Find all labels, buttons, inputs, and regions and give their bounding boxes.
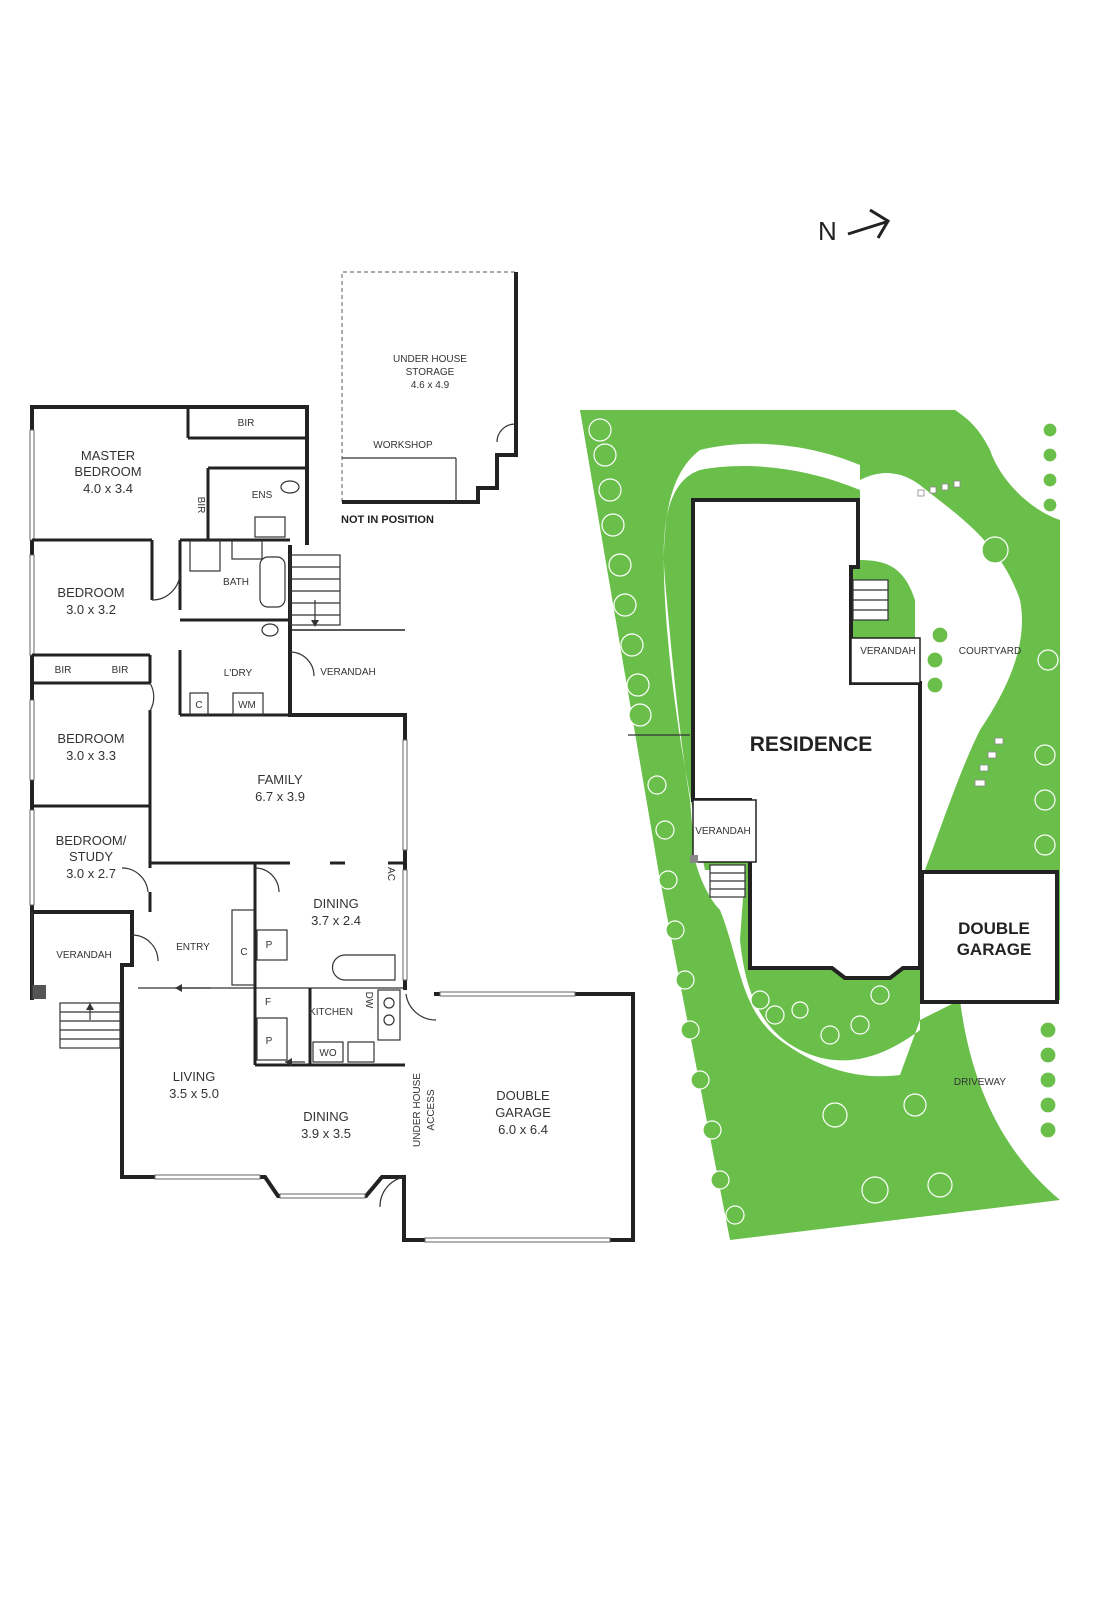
tree-row-left (588, 418, 745, 1225)
north-arrow-icon (847, 208, 891, 239)
bir-master-label: BIR (238, 418, 255, 429)
pantry-upper-label: P (266, 940, 273, 951)
north-compass: N (818, 208, 891, 246)
dining-lower-dims: 3.9 x 3.5 (301, 1126, 351, 1141)
bir-side-label: BIR (195, 497, 206, 514)
ac-label: AC (385, 867, 396, 881)
post-marker (32, 985, 46, 999)
kitchen-label: KITCHEN (309, 1007, 353, 1018)
storage-dims: 4.6 x 4.9 (411, 380, 450, 391)
under-house-access-label-2: ACCESS (426, 1089, 437, 1130)
site-garage-label-2: GARAGE (957, 940, 1032, 959)
bir-3-label: BIR (112, 665, 129, 676)
master-bedroom-dims: 4.0 x 3.4 (83, 481, 133, 496)
ens-label: ENS (252, 490, 273, 501)
garage-label-1: DOUBLE (496, 1088, 550, 1103)
site-stairs-left (709, 864, 746, 898)
ldry-cupboard-label: C (195, 700, 202, 711)
dining-upper-label: DINING (313, 896, 359, 911)
site-plan: RESIDENCE VERANDAH VERANDAH COURTYARD DO… (580, 410, 1060, 1240)
family-label: FAMILY (257, 772, 303, 787)
dishwasher-label: DW (363, 992, 374, 1009)
workshop-label: WORKSHOP (373, 440, 433, 451)
bir-2-label: BIR (55, 665, 72, 676)
bath-label: BATH (223, 577, 249, 588)
tree-cluster-centre (750, 626, 953, 1204)
under-house-access-label-1: UNDER HOUSE (412, 1073, 423, 1147)
bedroom-2-label: BEDROOM (57, 585, 124, 600)
tree-row-right (981, 422, 1059, 1139)
courtyard-label: COURTYARD (959, 646, 1021, 657)
garage-label-2: GARAGE (495, 1105, 551, 1120)
bedroom-3-dims: 3.0 x 3.3 (66, 748, 116, 763)
washing-machine-label: WM (238, 700, 256, 711)
under-house-storage-plan: UNDER HOUSE STORAGE 4.6 x 4.9 WORKSHOP N… (341, 271, 518, 526)
north-label: N (818, 216, 837, 246)
family-dims: 6.7 x 3.9 (255, 789, 305, 804)
garage-dims: 6.0 x 6.4 (498, 1122, 548, 1137)
arrow-icon (311, 620, 319, 627)
bedroom-3-label: BEDROOM (57, 731, 124, 746)
arrow-icon (86, 1003, 94, 1010)
ldry-label: L'DRY (224, 668, 253, 679)
living-label: LIVING (173, 1069, 216, 1084)
dining-upper-dims: 3.7 x 2.4 (311, 913, 361, 928)
master-bedroom-label-2: BEDROOM (74, 464, 141, 479)
arrow-icon (285, 1058, 292, 1066)
site-verandah-left-label: VERANDAH (695, 826, 751, 837)
site-garage-label-1: DOUBLE (958, 919, 1030, 938)
bedroom-2-dims: 3.0 x 3.2 (66, 602, 116, 617)
study-label-1: BEDROOM/ (56, 833, 127, 848)
driveway-label: DRIVEWAY (954, 1077, 1007, 1088)
site-stairs-top (852, 579, 889, 621)
verandah-rear-label: VERANDAH (320, 667, 376, 678)
study-dims: 3.0 x 2.7 (66, 866, 116, 881)
storage-label-1: UNDER HOUSE (393, 354, 467, 365)
entry-label: ENTRY (176, 942, 210, 953)
master-bedroom-label-1: MASTER (81, 448, 135, 463)
residence-label: RESIDENCE (750, 733, 873, 756)
not-in-position-label: NOT IN POSITION (341, 514, 434, 526)
pantry-lower-label: P (266, 1036, 273, 1047)
wall-oven-label: WO (319, 1048, 336, 1059)
living-dims: 3.5 x 5.0 (169, 1086, 219, 1101)
verandah-front-label: VERANDAH (56, 950, 112, 961)
site-garage-footprint (920, 870, 1059, 1004)
site-verandah-top-label: VERANDAH (860, 646, 916, 657)
study-label-2: STUDY (69, 849, 113, 864)
main-floor-plan: MASTER BEDROOM 4.0 x 3.4 BIR BIR ENS BED… (29, 405, 635, 1243)
entry-cupboard-label: C (240, 947, 247, 958)
arrow-icon (175, 984, 182, 992)
fridge-label: F (265, 997, 271, 1008)
dining-lower-label: DINING (303, 1109, 349, 1124)
storage-label-2: STORAGE (406, 367, 455, 378)
